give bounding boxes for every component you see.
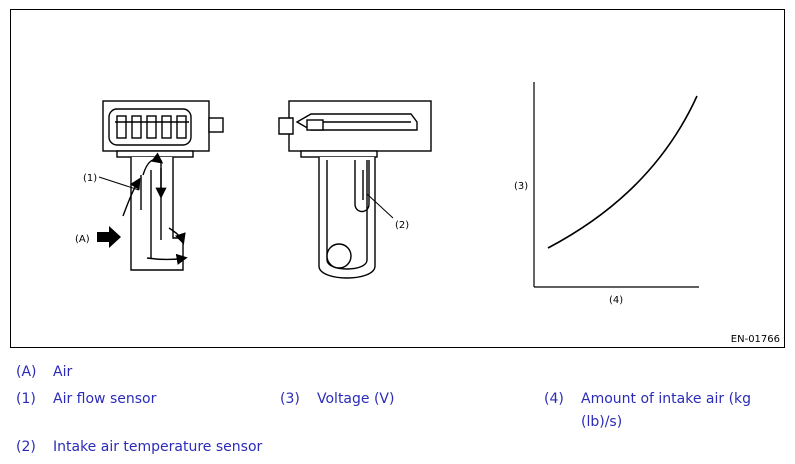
sensor-side-view bbox=[98, 100, 224, 271]
graph-curve bbox=[547, 95, 698, 249]
callout-1: (1) bbox=[83, 173, 97, 184]
callout-3: (3) bbox=[514, 181, 528, 192]
characteristic-graph bbox=[533, 82, 699, 288]
figure-frame: (1) (A) (2) (3) (4) EN-01766 bbox=[10, 9, 785, 348]
legend-text: Voltage (V) bbox=[317, 391, 395, 407]
legend-text-cont: (lb)/s) bbox=[581, 414, 623, 430]
legend-item-1: (1) Air flow sensor bbox=[16, 388, 156, 410]
callout-a: (A) bbox=[75, 234, 90, 245]
legend-key: (A) bbox=[16, 364, 37, 380]
callout-2: (2) bbox=[395, 220, 409, 231]
legend-item-a: (A) Air bbox=[16, 361, 72, 383]
air-arrow bbox=[97, 226, 121, 248]
legend-text: Air flow sensor bbox=[53, 391, 157, 407]
sensor-diagram: (1) (A) (2) (3) (4) bbox=[75, 82, 699, 306]
legend-item-3: (3) Voltage (V) bbox=[280, 388, 394, 410]
legend-item-2: (2) Intake air temperature sensor bbox=[16, 436, 262, 458]
callout-4: (4) bbox=[609, 295, 623, 306]
sensor-front-view bbox=[278, 100, 432, 279]
legend-text: Air bbox=[53, 364, 73, 380]
legend-text: Intake air temperature sensor bbox=[53, 439, 263, 455]
legend-key: (2) bbox=[16, 439, 36, 455]
legend-item-4: (4) Amount of intake air (kg bbox=[544, 388, 751, 410]
legend-key: (3) bbox=[280, 391, 300, 407]
legend-item-4-cont: (lb)/s) bbox=[581, 411, 622, 433]
legend-key: (1) bbox=[16, 391, 36, 407]
figure-id: EN-01766 bbox=[730, 334, 780, 345]
legend-key: (4) bbox=[544, 391, 564, 407]
legend-text: Amount of intake air (kg bbox=[581, 391, 752, 407]
